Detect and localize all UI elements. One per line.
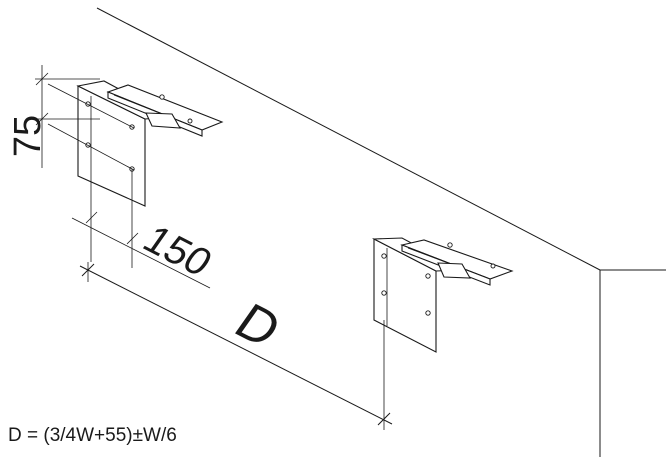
distance-dimension: D <box>79 262 393 430</box>
right-hole-2 <box>425 273 431 279</box>
right-hole-3 <box>381 290 387 296</box>
right-rail-hole-2 <box>490 263 496 269</box>
right-hole-1 <box>381 253 387 259</box>
left-rail-hole-2 <box>187 118 193 124</box>
left-rail <box>106 84 224 137</box>
width-label: 150 <box>135 217 220 284</box>
right-hole-4 <box>425 310 431 316</box>
distance-label: D <box>224 294 291 359</box>
distance-formula: D = (3/4W+55)±W/6 <box>8 425 177 446</box>
right-rail <box>400 239 514 286</box>
height-dimension: 75 <box>7 65 135 171</box>
width-dimension: 150 <box>71 169 220 289</box>
height-label: 75 <box>7 115 49 157</box>
left-bracket <box>76 80 224 207</box>
wall-outline <box>96 7 666 457</box>
left-rail-hole-1 <box>159 94 165 100</box>
right-bracket <box>371 237 514 353</box>
right-rail-hole-1 <box>447 242 453 248</box>
